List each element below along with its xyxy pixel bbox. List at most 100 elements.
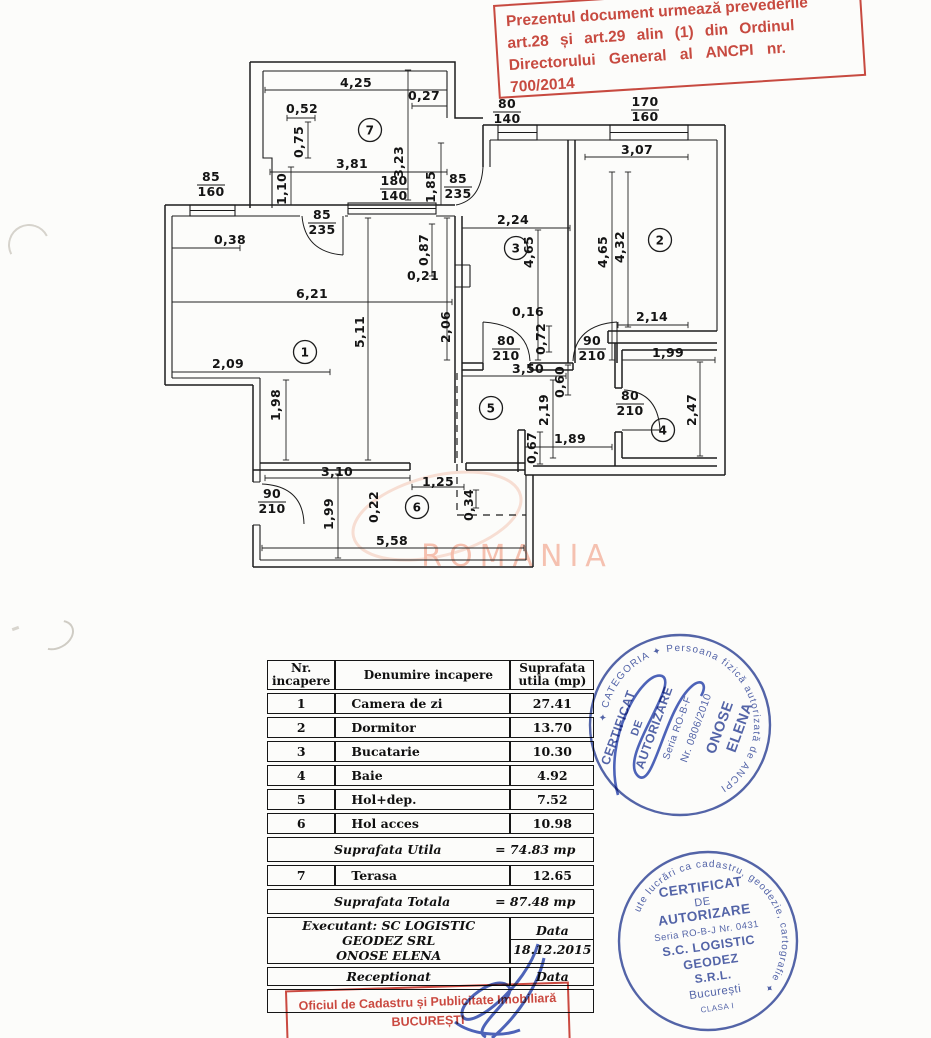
dim-label: 2,14: [636, 309, 668, 324]
dim-label: 2,47: [684, 394, 699, 426]
walls: [164, 61, 726, 568]
dim-label: 4,65: [521, 236, 536, 268]
table-cell: Terasa: [335, 865, 511, 886]
opening-size-label: 80: [498, 96, 516, 111]
date-label: Data: [511, 922, 594, 940]
dim-label: 4,65: [595, 236, 610, 268]
dim-label: 0,67: [524, 432, 539, 464]
opening-size-label: 160: [632, 109, 659, 124]
dim-label: 3,50: [512, 361, 544, 376]
signature: [454, 943, 546, 1038]
total-label: Suprafata Totala: [334, 894, 451, 909]
dim-label: 1,85: [423, 171, 438, 203]
opening-size-label: 210: [579, 348, 606, 363]
room-number-circle: [292, 339, 318, 365]
table-cell: 4.92: [510, 765, 595, 786]
romania-watermark-text: ROMANIA: [421, 539, 613, 574]
dim-label: 6,21: [296, 286, 328, 301]
opening-size-label: 80: [497, 333, 515, 348]
room-number-circle: [404, 494, 430, 520]
dim-label: 4,32: [612, 231, 627, 263]
dim-label: 0,22: [366, 491, 381, 523]
room-number: 1: [301, 346, 310, 360]
stamp-text-line: CLASA I: [700, 1001, 735, 1015]
col-header-nr: Nr. incapere: [267, 660, 336, 690]
dim-label: 0,75: [291, 126, 306, 158]
room-number: 7: [366, 124, 375, 138]
opening-size-label: 235: [309, 222, 336, 237]
dim-label: 1,98: [268, 389, 283, 421]
room-number: 6: [413, 501, 422, 515]
table-cell: 2: [267, 717, 336, 738]
dimension-labels: 4,250,270,523,812,243,072,146,210,382,09…: [197, 75, 699, 548]
executant-cell: Executant: SC LOGISTIC GEODEZ SRL ONOSE …: [267, 917, 511, 964]
table-cell: 3: [267, 741, 336, 762]
dim-label: 0,72: [533, 323, 548, 355]
room-number: 3: [512, 242, 521, 256]
room-number: 2: [656, 234, 665, 248]
table-cell: Dormitor: [335, 717, 511, 738]
receptionat-cell: Receptionat: [267, 967, 511, 986]
opening-size-label: 140: [381, 188, 408, 203]
room-number-circle: [647, 227, 673, 253]
dim-label: 3,10: [321, 464, 353, 479]
room-number-circle: [357, 117, 383, 143]
opening-size-label: 90: [583, 333, 601, 348]
dim-label: 0,52: [286, 101, 318, 116]
dim-label: 3,23: [391, 146, 406, 178]
dim-label: 0,34: [461, 489, 476, 521]
room-number-circle: [478, 395, 504, 421]
certificat-autorizare-stamp-logistic: Persoană juridică autorizată de ANCPI să…: [608, 841, 808, 1032]
table-cell: 7.52: [510, 789, 595, 810]
opening-size-label: 210: [493, 348, 520, 363]
subtotal-value: = 74.83 mp: [495, 842, 576, 857]
col-header-name: Denumire incapere: [335, 660, 511, 690]
dim-label: 0,21: [407, 268, 439, 283]
table-cell: Hol acces: [335, 813, 511, 834]
dim-label: 0,38: [214, 232, 246, 247]
table-cell: Baie: [335, 765, 511, 786]
opening-size-label: 85: [313, 207, 331, 222]
subtotal-label: Suprafata Utila: [334, 842, 442, 857]
stamp-text-line: DE: [629, 718, 646, 737]
dim-label: 1,89: [554, 431, 586, 446]
dimension-lines: [171, 69, 716, 559]
dim-label: 1,99: [652, 345, 684, 360]
table-cell: 12.65: [510, 865, 595, 886]
dim-label: 5,11: [352, 316, 367, 348]
col-header-area: Suprafata utila (mp): [510, 660, 595, 690]
table-cell: 27.41: [510, 693, 595, 714]
opening-size-label: 85: [449, 171, 467, 186]
opening-size-label: 170: [632, 94, 659, 109]
signature: [613, 674, 706, 796]
executant-date-cell: Data 18.12.2015: [510, 917, 595, 964]
room-number-circle: [650, 417, 676, 443]
room-number: 5: [487, 402, 496, 416]
dim-label: 2,24: [497, 212, 529, 227]
floor-plan-drawing: ROMANIA: [164, 61, 726, 574]
dim-label: 1,10: [274, 173, 289, 205]
stamp-text-line: S.R.L.: [694, 967, 733, 986]
dim-label: 3,81: [336, 156, 368, 171]
dim-label: 1,99: [321, 498, 336, 530]
empty-row: [267, 989, 595, 1013]
table-cell: 6: [267, 813, 336, 834]
dim-label: 1,25: [422, 474, 454, 489]
dim-label: 4,25: [340, 75, 372, 90]
table-cell: Camera de zi: [335, 693, 511, 714]
dim-label: 0,27: [408, 88, 440, 103]
romania-watermark: ROMANIA: [351, 470, 613, 574]
room-area-table: Nr. incapere Denumire incapere Suprafata…: [267, 657, 595, 1016]
dim-label: 2,06: [438, 311, 453, 343]
dim-label: 3,07: [621, 142, 653, 157]
table-cell: 7: [267, 865, 336, 886]
opening-size-label: 80: [621, 388, 639, 403]
date-value: 18.12.2015: [513, 942, 592, 957]
opening-size-label: 90: [263, 486, 281, 501]
table-cell: 13.70: [510, 717, 595, 738]
subtotal-row: Suprafata Utila = 74.83 mp: [267, 837, 595, 862]
